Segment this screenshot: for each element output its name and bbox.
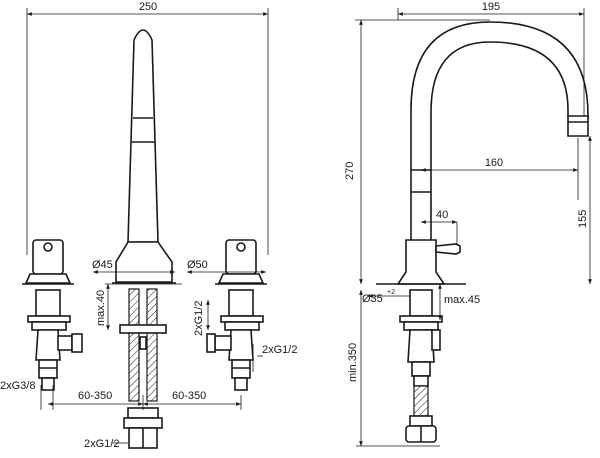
dim-spout-clearance: 155 [577, 210, 589, 228]
side-hose [413, 385, 429, 417]
dim-right-inlet-thread: 2xG1/2 [193, 301, 205, 336]
dim-handle-diameter: Ø50 [187, 259, 208, 271]
dim-body-offset: 40 [436, 209, 448, 221]
dim-spout-reach: 160 [485, 157, 503, 169]
spout-tip [567, 115, 589, 137]
dim-hole-diameter: Ø35 [362, 293, 383, 305]
dim-hole-tolerance: +2 [387, 289, 395, 296]
dim-bottom-connector: 2xG1/2 [84, 438, 119, 450]
dim-spacing-right: 60-350 [172, 390, 206, 402]
dim-left-outlet-thread: 2xG3/8 [0, 380, 35, 392]
hose-left [128, 288, 140, 402]
spout-outer [410, 21, 589, 240]
left-handle-valve [22, 239, 83, 391]
dim-reach-total: 195 [482, 1, 500, 13]
front-view: 250 Ø45 max.40 2xG1/2 [0, 1, 297, 450]
spout-base [115, 241, 173, 283]
dim-right-outlet-thread: 2xG1/2 [262, 344, 297, 356]
dim-overall-width: 250 [139, 1, 157, 13]
right-handle-valve [206, 239, 267, 391]
dim-hose-length: min.350 [347, 343, 359, 382]
lever-handle [435, 243, 461, 255]
side-view: 195 270 160 155 40 Ø35 +2 [344, 1, 592, 447]
spout-body [127, 29, 159, 243]
dim-deck-thickness-front: max.40 [95, 290, 107, 326]
dim-spacing-left: 60-350 [78, 390, 112, 402]
dim-spout-diameter: Ø45 [92, 259, 113, 271]
hose-right [146, 288, 158, 402]
spout-inner [430, 41, 569, 240]
dim-deck-thickness-side: max.45 [444, 294, 480, 306]
dim-height: 270 [344, 162, 356, 180]
